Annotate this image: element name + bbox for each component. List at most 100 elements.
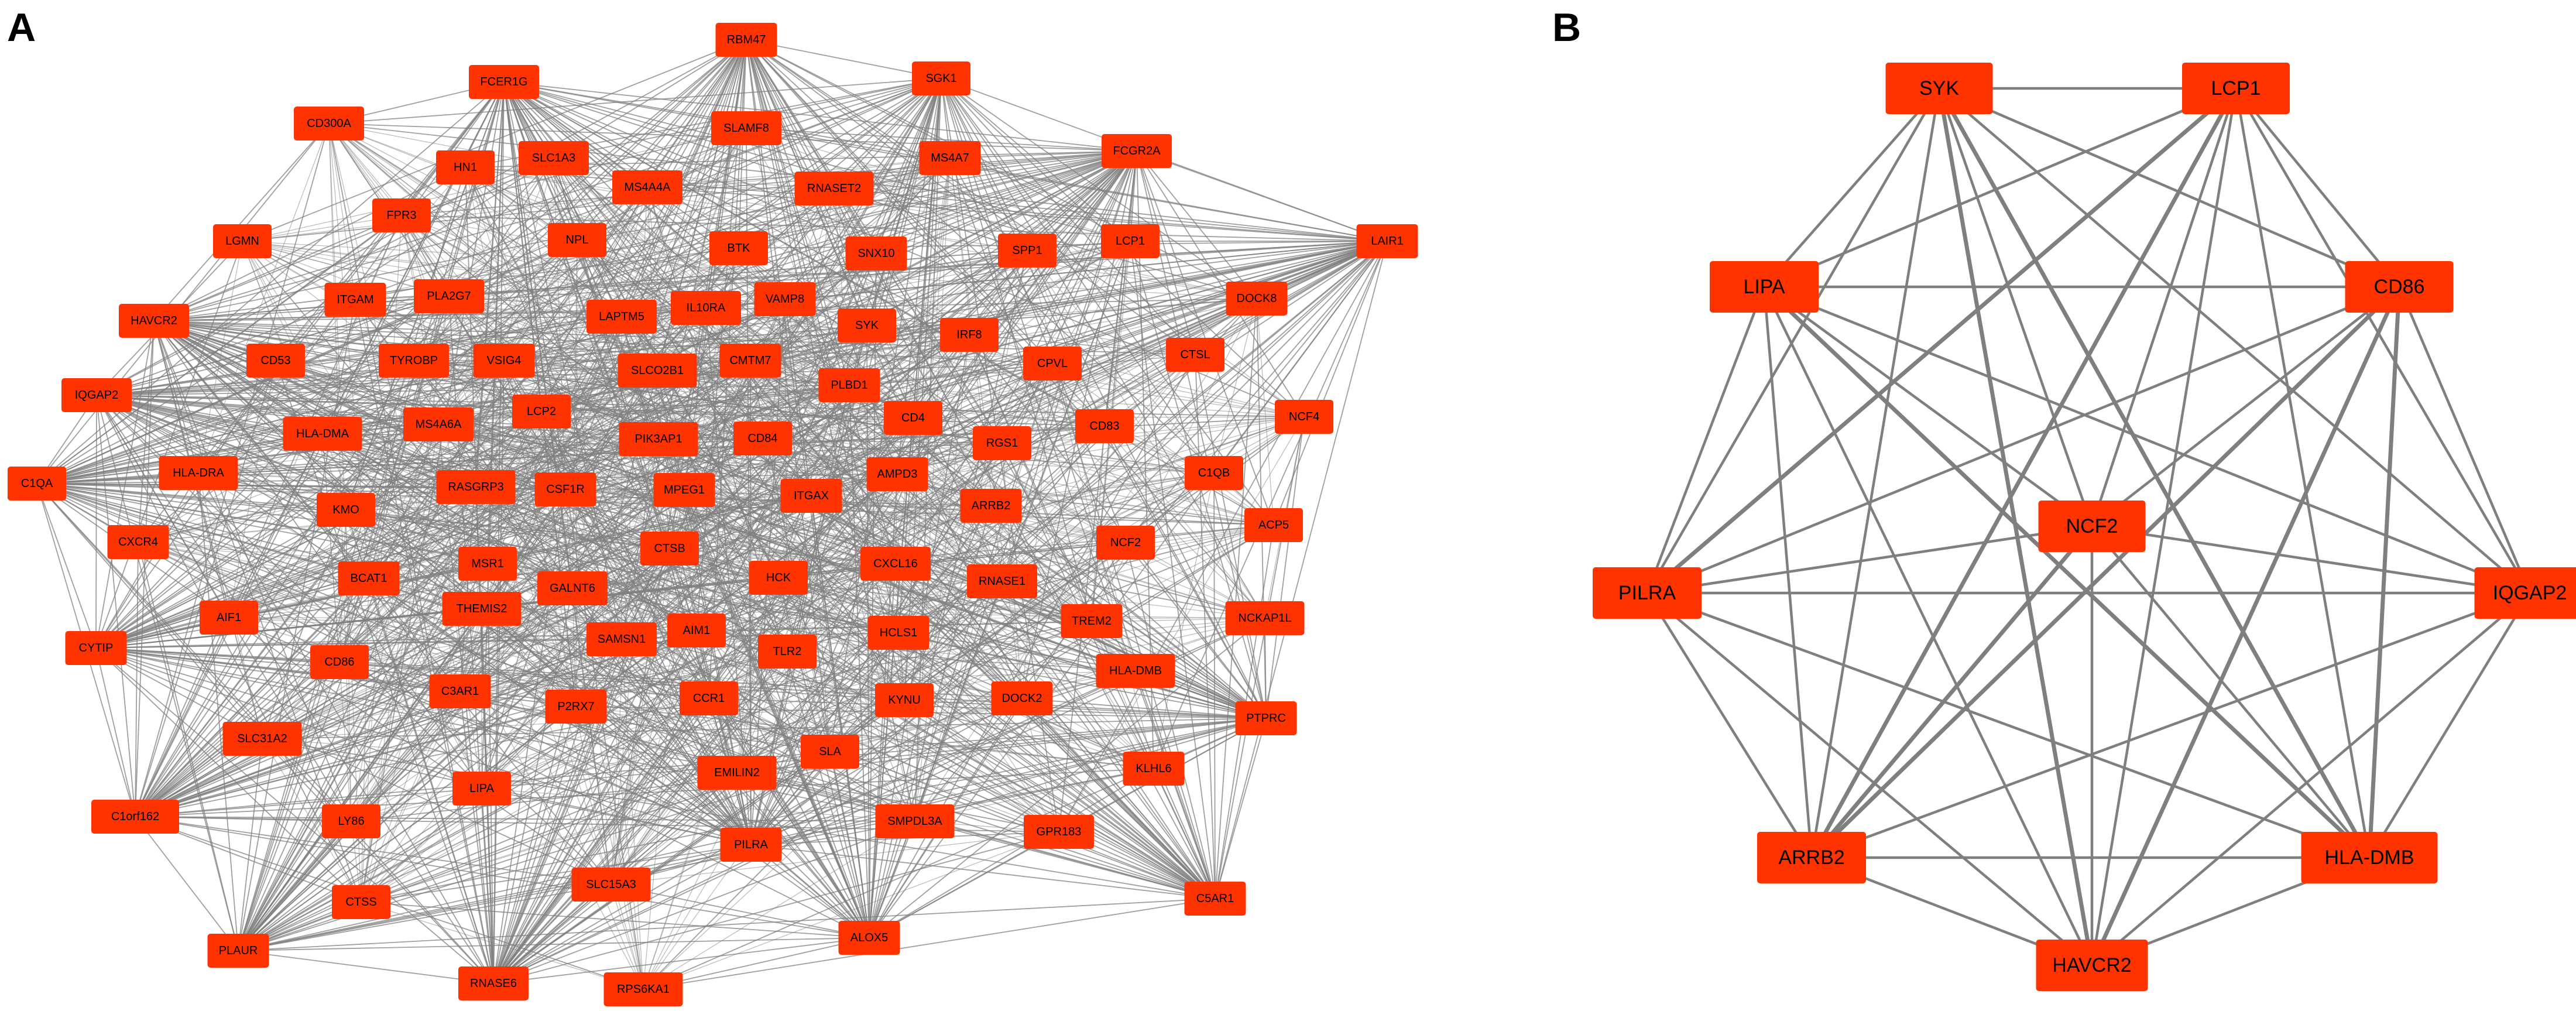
network-edge bbox=[475, 370, 658, 488]
network-edge bbox=[1052, 363, 1274, 526]
network-edge bbox=[368, 578, 482, 789]
network-edge bbox=[96, 395, 239, 951]
network-edge bbox=[361, 691, 461, 903]
node-label: TYROBP bbox=[390, 354, 438, 367]
node-box bbox=[372, 198, 431, 232]
node-label: PLBD1 bbox=[831, 379, 867, 392]
node-box bbox=[548, 223, 606, 257]
node-box bbox=[537, 571, 608, 605]
network-edge bbox=[96, 298, 1257, 396]
network-edge bbox=[503, 239, 578, 361]
network-edge bbox=[1256, 298, 1274, 526]
network-edge bbox=[746, 39, 1196, 355]
node-label: AMPD3 bbox=[877, 468, 918, 481]
network-edge bbox=[328, 78, 942, 124]
node-hla-dra: HLA-DRA bbox=[159, 456, 238, 490]
node-label: CD84 bbox=[747, 432, 777, 445]
node-lipa: LIPA bbox=[1710, 261, 1819, 313]
network-edge bbox=[1939, 87, 2400, 289]
network-edge bbox=[2397, 286, 2532, 594]
panel-a-label: A bbox=[7, 5, 36, 50]
node-label: CD86 bbox=[324, 656, 354, 669]
node-label: ACP5 bbox=[1258, 519, 1289, 532]
node-label: IQGAP2 bbox=[2493, 582, 2567, 604]
network-edge bbox=[669, 472, 1215, 549]
network-edge bbox=[351, 486, 476, 822]
network-edge bbox=[750, 718, 1267, 845]
node-box bbox=[603, 972, 683, 1006]
network-edge bbox=[1215, 298, 1257, 899]
node-gpr183: GPR183 bbox=[1024, 815, 1094, 849]
network-edge bbox=[459, 618, 1265, 692]
node-slc15a3: SLC15A3 bbox=[571, 868, 651, 902]
network-edge bbox=[1052, 363, 1154, 769]
node-label: DOCK2 bbox=[1002, 692, 1042, 705]
node-label: C1QB bbox=[1198, 467, 1230, 479]
network-edge bbox=[481, 788, 1059, 832]
node-emilin2: EMILIN2 bbox=[697, 756, 777, 790]
node-box bbox=[866, 457, 928, 491]
network-edge bbox=[553, 157, 1267, 719]
network-edge bbox=[746, 39, 942, 79]
node-label: CTSB bbox=[654, 542, 685, 555]
node-label: SMPDL3A bbox=[887, 815, 942, 828]
network-edge bbox=[572, 588, 612, 885]
network-edge bbox=[481, 718, 1267, 789]
node-samsn1: SAMSN1 bbox=[586, 622, 657, 656]
network-edge bbox=[1647, 285, 2400, 595]
network-edge bbox=[643, 632, 899, 990]
network-edge bbox=[242, 128, 747, 242]
node-box bbox=[758, 635, 817, 669]
network-edge bbox=[138, 474, 898, 543]
node-rgs1: RGS1 bbox=[973, 426, 1031, 460]
network-edge bbox=[610, 581, 1003, 885]
network-edge bbox=[153, 320, 1053, 364]
node-box bbox=[458, 967, 529, 1000]
node-box bbox=[1226, 282, 1288, 316]
network-edge bbox=[36, 483, 97, 649]
network-edge bbox=[833, 150, 1137, 189]
node-box bbox=[403, 407, 474, 441]
network-edge bbox=[413, 298, 1257, 361]
node-label: LY86 bbox=[338, 815, 364, 828]
network-edge bbox=[1646, 592, 1813, 859]
network-edge bbox=[708, 698, 1216, 899]
network-edge bbox=[1763, 286, 2093, 527]
network-edge bbox=[1058, 241, 1388, 832]
network-edge bbox=[459, 81, 505, 692]
node-box bbox=[429, 674, 491, 708]
node-mpeg1: MPEG1 bbox=[653, 473, 715, 507]
node-rnaset2: RNASET2 bbox=[794, 172, 874, 205]
network-edge bbox=[669, 548, 896, 564]
node-label: LCP1 bbox=[1116, 235, 1145, 248]
node-box bbox=[2036, 940, 2148, 991]
network-edge bbox=[575, 706, 752, 845]
node-box bbox=[1101, 224, 1160, 258]
node-cytip: CYTIP bbox=[65, 631, 127, 665]
network-edge bbox=[198, 299, 356, 474]
network-edge bbox=[869, 618, 1265, 938]
node-box bbox=[838, 309, 896, 342]
node-c3ar1: C3AR1 bbox=[429, 674, 491, 708]
network-edge bbox=[811, 495, 1267, 719]
network-edge bbox=[898, 416, 1305, 633]
network-edge bbox=[36, 483, 340, 663]
network-edge bbox=[1764, 285, 2530, 595]
network-edge bbox=[746, 128, 1131, 242]
node-box bbox=[332, 885, 390, 919]
node-box bbox=[973, 426, 1031, 460]
network-edge bbox=[238, 548, 670, 951]
network-edge bbox=[95, 472, 199, 649]
node-box bbox=[458, 547, 517, 581]
network-edge bbox=[238, 608, 482, 951]
network-edge bbox=[746, 128, 1388, 242]
network-edge bbox=[135, 509, 347, 817]
network-edge bbox=[833, 78, 942, 189]
node-box bbox=[875, 804, 955, 838]
network-edge bbox=[36, 157, 554, 484]
network-edge bbox=[465, 167, 1257, 299]
network-edge bbox=[96, 395, 488, 564]
node-box bbox=[940, 318, 999, 352]
node-label: SGK1 bbox=[925, 72, 956, 85]
network-edge bbox=[787, 651, 1216, 899]
